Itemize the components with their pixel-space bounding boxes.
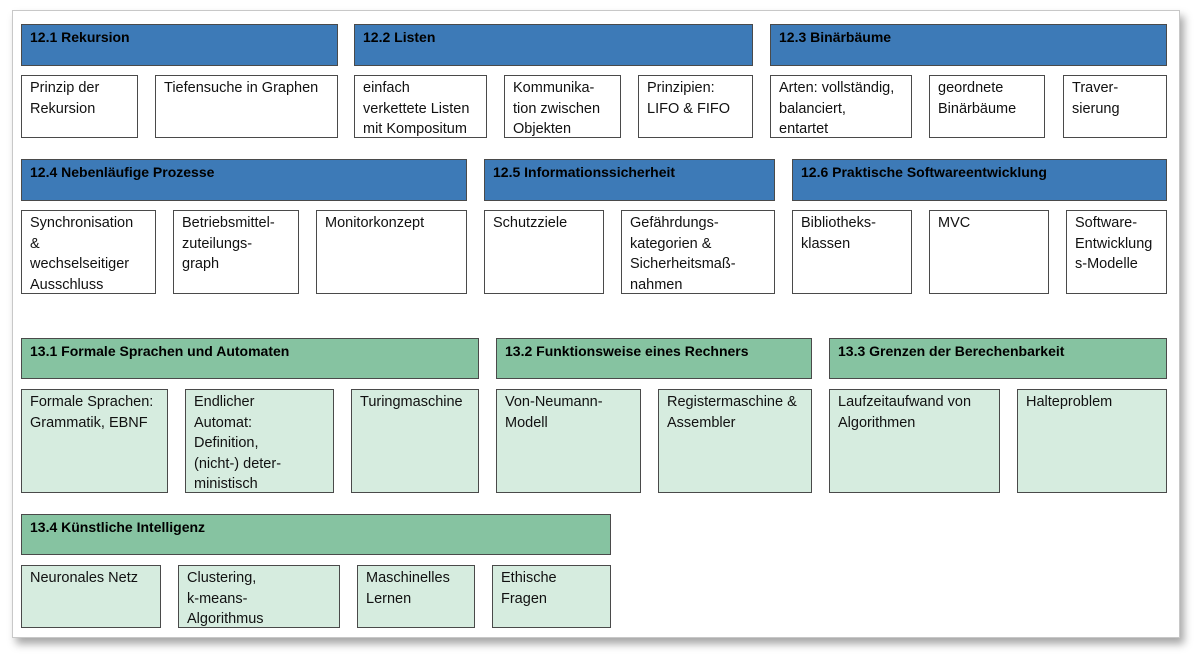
topic-box-registermaschine: Registermaschine & Assembler xyxy=(658,389,812,493)
section-header-12-3: 12.3 Binärbäume xyxy=(770,24,1167,66)
topic-box-clustering: Clustering, k-means- Algorithmus xyxy=(178,565,340,628)
topic-box-monitorkonzept: Monitorkonzept xyxy=(316,210,467,294)
section-header-13-1: 13.1 Formale Sprachen und Automaten xyxy=(21,338,479,379)
topic-box-mvc: MVC xyxy=(929,210,1049,294)
topic-box-baumarten: Arten: vollständig, balanciert, entartet xyxy=(770,75,912,138)
section-header-12-2: 12.2 Listen xyxy=(354,24,753,66)
topic-box-halteproblem: Halteproblem xyxy=(1017,389,1167,493)
topic-box-geordnete-binaerbaeume: geordnete Binärbäume xyxy=(929,75,1045,138)
section-header-13-4: 13.4 Künstliche Intelligenz xyxy=(21,514,611,555)
topic-box-verkettete-listen: einfach verkettete Listen mit Kompositum xyxy=(354,75,487,138)
topic-box-entwicklungsmodelle: Software- Entwicklung s-Modelle xyxy=(1066,210,1167,294)
topic-box-bibliotheksklassen: Bibliotheks- klassen xyxy=(792,210,912,294)
topic-box-lifo-fifo: Prinzipien: LIFO & FIFO xyxy=(638,75,753,138)
topic-box-traversierung: Traver- sierung xyxy=(1063,75,1167,138)
topic-box-endlicher-automat: Endlicher Automat: Definition, (nicht-) … xyxy=(185,389,334,493)
section-header-13-2: 13.2 Funktionsweise eines Rechners xyxy=(496,338,812,379)
topic-box-maschinelles-lernen: Maschinelles Lernen xyxy=(357,565,475,628)
topic-box-neuronales-netz: Neuronales Netz xyxy=(21,565,161,628)
topic-box-betriebsmittelgraph: Betriebsmittel- zuteilungs- graph xyxy=(173,210,299,294)
topic-box-turingmaschine: Turingmaschine xyxy=(351,389,479,493)
section-header-12-4: 12.4 Nebenläufige Prozesse xyxy=(21,159,467,201)
topic-box-kommunikation: Kommunika- tion zwischen Objekten xyxy=(504,75,621,138)
topic-box-gefaehrdungskategorien: Gefährdungs- kategorien & Sicherheitsmaß… xyxy=(621,210,775,294)
section-header-13-3: 13.3 Grenzen der Berechenbarkeit xyxy=(829,338,1167,379)
section-header-12-6: 12.6 Praktische Softwareentwicklung xyxy=(792,159,1167,201)
topic-box-rekursionsprinzip: Prinzip der Rekursion xyxy=(21,75,138,138)
topic-box-schutzziele: Schutzziele xyxy=(484,210,604,294)
topic-box-tiefensuche: Tiefensuche in Graphen xyxy=(155,75,338,138)
section-header-12-1: 12.1 Rekursion xyxy=(21,24,338,66)
section-header-12-5: 12.5 Informationssicherheit xyxy=(484,159,775,201)
topic-box-formale-sprachen: Formale Sprachen: Grammatik, EBNF xyxy=(21,389,168,493)
topic-box-von-neumann: Von-Neumann- Modell xyxy=(496,389,641,493)
topic-box-synchronisation: Synchronisation & wechselseitiger Aussch… xyxy=(21,210,156,294)
topic-box-ethische-fragen: Ethische Fragen xyxy=(492,565,611,628)
topic-box-laufzeitaufwand: Laufzeitaufwand von Algorithmen xyxy=(829,389,1000,493)
